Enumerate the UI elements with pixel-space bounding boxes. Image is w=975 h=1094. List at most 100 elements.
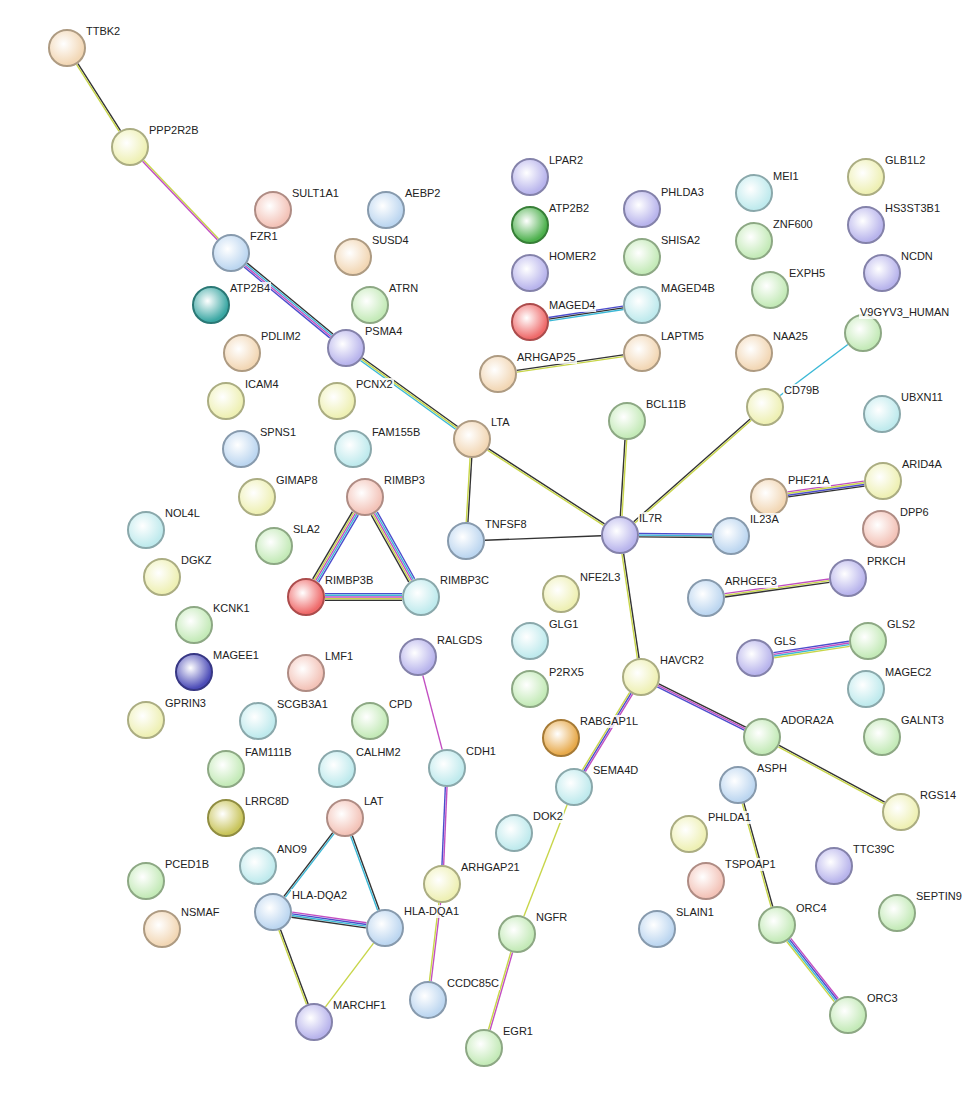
edge-strand (313, 512, 353, 579)
node-label: MARCHF1 (332, 999, 387, 1012)
edge-strand (325, 593, 402, 594)
edge-strand (317, 514, 357, 581)
protein-node: GLG1 (511, 622, 549, 660)
node-label: CPD (388, 698, 413, 711)
protein-node: ORC4 (758, 906, 796, 944)
protein-node: NOL4L (127, 511, 165, 549)
protein-node: HOMER2 (511, 254, 549, 292)
protein-node: SCGB3A1 (239, 702, 277, 740)
node-label: SLA2 (292, 523, 321, 536)
node-label: LPAR2 (548, 154, 584, 167)
protein-node: PHF21A (750, 478, 788, 516)
node-label: RIMBP3C (439, 574, 490, 587)
node-label: RIMBP3B (324, 574, 374, 587)
interaction-edge (244, 263, 333, 338)
node-label: SEPTIN9 (915, 890, 963, 903)
protein-node: GLB1L2 (847, 158, 885, 196)
edge-strand (788, 486, 864, 497)
node-label: LAT (363, 795, 384, 808)
node-label: PPP2R2B (148, 124, 200, 137)
protein-node: DGKZ (143, 558, 181, 596)
node-label: GPRIN3 (164, 697, 207, 710)
node-label: ARHGEF3 (724, 575, 778, 588)
node-label: PHLDA1 (707, 811, 752, 824)
edge-strand (377, 512, 414, 579)
protein-node: PHLDA1 (670, 815, 708, 853)
node-label: NCDN (900, 250, 934, 263)
node-label: EXPH5 (788, 267, 826, 280)
edge-strand (442, 787, 445, 865)
node-label: ASPH (756, 762, 788, 775)
edge-strand (352, 836, 379, 910)
node-label: ARHGAP21 (460, 861, 521, 874)
interaction-edge (142, 160, 218, 240)
edge-strand (374, 514, 411, 581)
interaction-edge (778, 745, 884, 803)
protein-node: LAPTM5 (623, 334, 661, 372)
interaction-edge (634, 419, 752, 523)
edge-strand (584, 693, 631, 771)
node-label: LTA (490, 416, 511, 429)
edge-strand (325, 943, 373, 1007)
node-label: PRKCH (866, 555, 907, 568)
node-label: FAM155B (371, 426, 421, 439)
protein-node: GIMAP8 (238, 478, 276, 516)
interaction-edge (291, 912, 366, 928)
protein-node: SUSD4 (334, 238, 372, 276)
interaction-edge (466, 458, 471, 522)
node-label: GLG1 (548, 618, 579, 631)
edge-strand (635, 420, 752, 523)
node-label: IL23A (749, 513, 780, 526)
protein-node: MAGED4 (511, 303, 549, 341)
node-label: SPNS1 (259, 426, 297, 439)
edge-strand (485, 536, 601, 541)
node-label: MAGED4 (548, 299, 596, 312)
node-label: DPP6 (899, 506, 930, 519)
protein-node: SLA2 (255, 527, 293, 565)
node-label: ARID4A (901, 458, 943, 471)
protein-node: RALGDS (399, 638, 437, 676)
protein-node: DPP6 (862, 510, 900, 548)
edge-strand (622, 554, 637, 658)
edge-strand (622, 440, 627, 516)
protein-node: SEPTIN9 (878, 894, 916, 932)
node-label: ATP2B4 (229, 282, 271, 295)
protein-node: AEBP2 (367, 191, 405, 229)
protein-node: P2RX5 (511, 670, 549, 708)
protein-node: HS3ST3B1 (847, 206, 885, 244)
node-label: ATRN (388, 282, 419, 295)
node-label: NGFR (535, 911, 568, 924)
interaction-edge (442, 787, 447, 865)
node-label: HOMER2 (548, 250, 597, 263)
node-label: MAGEC2 (884, 666, 932, 679)
node-label: SLAIN1 (675, 906, 715, 919)
protein-node: CD79B (746, 388, 784, 426)
node-label: KCNK1 (212, 602, 251, 615)
protein-node: CDH1 (428, 749, 466, 787)
node-label: MAGED4B (660, 282, 716, 295)
edge-strand (245, 266, 331, 337)
protein-node: MAGEE1 (175, 653, 213, 691)
interaction-edge (371, 512, 414, 582)
protein-node: TNFSF8 (447, 522, 485, 560)
protein-node: TSPOAP1 (687, 862, 725, 900)
edge-strand (657, 687, 744, 730)
node-label: MAGEE1 (212, 649, 260, 662)
edge-strand (316, 513, 356, 580)
node-label: NAA25 (772, 330, 809, 343)
edge-strand (247, 263, 333, 334)
node-label: DOK2 (532, 810, 564, 823)
node-label: IL7R (638, 512, 663, 525)
protein-node: TTBK2 (48, 29, 86, 67)
interaction-edge (622, 554, 639, 659)
protein-node: DOK2 (495, 814, 533, 852)
edge-strand (423, 675, 442, 749)
node-label: NFE2L3 (579, 571, 621, 584)
protein-node: PPP2R2B (111, 128, 149, 166)
protein-node: TTC39C (815, 847, 853, 885)
node-label: ORC4 (795, 902, 828, 915)
node-label: GLB1L2 (884, 154, 926, 167)
protein-node: PCNX2 (318, 382, 356, 420)
protein-node: LTA (453, 420, 491, 458)
